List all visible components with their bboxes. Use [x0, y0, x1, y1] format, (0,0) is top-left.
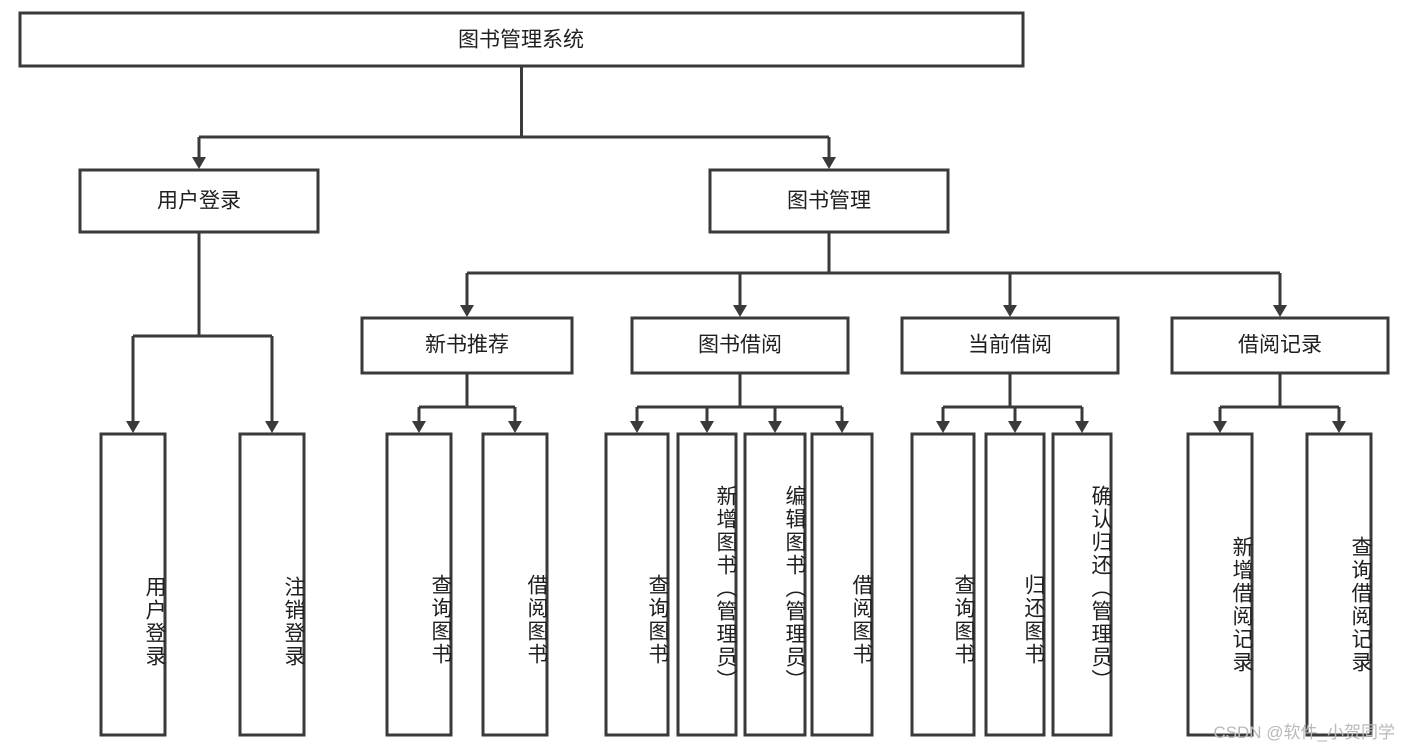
- node-box-current-borrow[interactable]: [900, 316, 1120, 375]
- node-box-leaf-borrow-book-2[interactable]: [810, 432, 874, 737]
- node-box-leaf-borrow-book-1[interactable]: [481, 432, 549, 737]
- node-box-leaf-confirm-return[interactable]: [1051, 432, 1113, 737]
- connector-group-book-manage: [460, 232, 1287, 317]
- connector-group-root: [192, 66, 836, 169]
- node-box-root[interactable]: [18, 11, 1025, 68]
- connector-group-current-borrow: [936, 373, 1089, 433]
- connector-group-new-book-recommend: [412, 373, 522, 433]
- node-box-leaf-query-book-1[interactable]: [385, 432, 453, 737]
- node-box-leaf-return-book[interactable]: [984, 432, 1046, 737]
- node-label-root: 图书管理系统: [458, 29, 584, 52]
- node-box-new-book-recommend[interactable]: [360, 316, 574, 375]
- node-label-current-borrow: 当前借阅: [968, 334, 1052, 357]
- connector-group-user-login: [126, 232, 279, 433]
- node-box-borrow-record[interactable]: [1170, 316, 1390, 375]
- node-box-book-borrow[interactable]: [630, 316, 850, 375]
- node-box-user-login[interactable]: [78, 168, 320, 234]
- node-label-borrow-record: 借阅记录: [1238, 334, 1322, 357]
- watermark-text: CSDN @软件_小贺同学: [1213, 723, 1395, 742]
- node-box-leaf-query-book-2[interactable]: [604, 432, 670, 737]
- node-label-book-manage: 图书管理: [787, 190, 871, 213]
- node-box-leaf-edit-book[interactable]: [743, 432, 807, 737]
- node-box-leaf-user-login[interactable]: [99, 432, 167, 737]
- node-box-leaf-user-logout[interactable]: [238, 432, 306, 737]
- node-label-new-book-recommend: 新书推荐: [425, 334, 509, 357]
- connector-group-borrow-record: [1213, 373, 1346, 433]
- node-box-leaf-query-record[interactable]: [1305, 432, 1373, 737]
- node-label-user-login: 用户登录: [157, 190, 241, 213]
- node-box-leaf-query-book-3[interactable]: [910, 432, 976, 737]
- connector-group-book-borrow: [630, 373, 849, 433]
- node-label-book-borrow: 图书借阅: [698, 334, 782, 357]
- node-box-leaf-add-book[interactable]: [676, 432, 738, 737]
- node-box-leaf-add-record[interactable]: [1186, 432, 1254, 737]
- node-box-book-manage[interactable]: [708, 168, 950, 234]
